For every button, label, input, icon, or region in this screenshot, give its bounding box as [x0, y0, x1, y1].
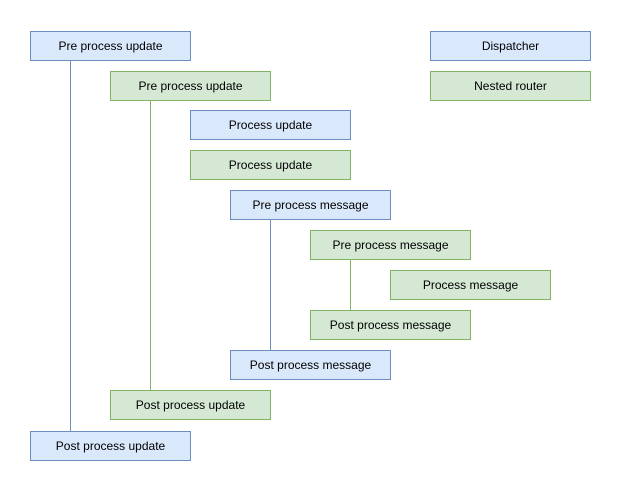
connector-message-blue	[270, 220, 271, 350]
connector-update-blue	[70, 61, 71, 431]
node-pre-process-message-blue: Pre process message	[230, 190, 391, 220]
node-process-update-blue: Process update	[190, 110, 351, 140]
node-process-message-green: Process message	[390, 270, 551, 300]
node-pre-process-update-green: Pre process update	[110, 71, 271, 101]
connector-update-green	[150, 101, 151, 390]
node-post-process-update-green: Post process update	[110, 390, 271, 420]
node-post-process-message-green: Post process message	[310, 310, 471, 340]
connector-message-green	[350, 260, 351, 310]
node-post-process-message-blue: Post process message	[230, 350, 391, 380]
node-process-update-green: Process update	[190, 150, 351, 180]
node-post-process-update-blue: Post process update	[30, 431, 191, 461]
legend-dispatcher: Dispatcher	[430, 31, 591, 61]
node-pre-process-message-green: Pre process message	[310, 230, 471, 260]
node-pre-process-update-blue: Pre process update	[30, 31, 191, 61]
legend-nested-router: Nested router	[430, 71, 591, 101]
